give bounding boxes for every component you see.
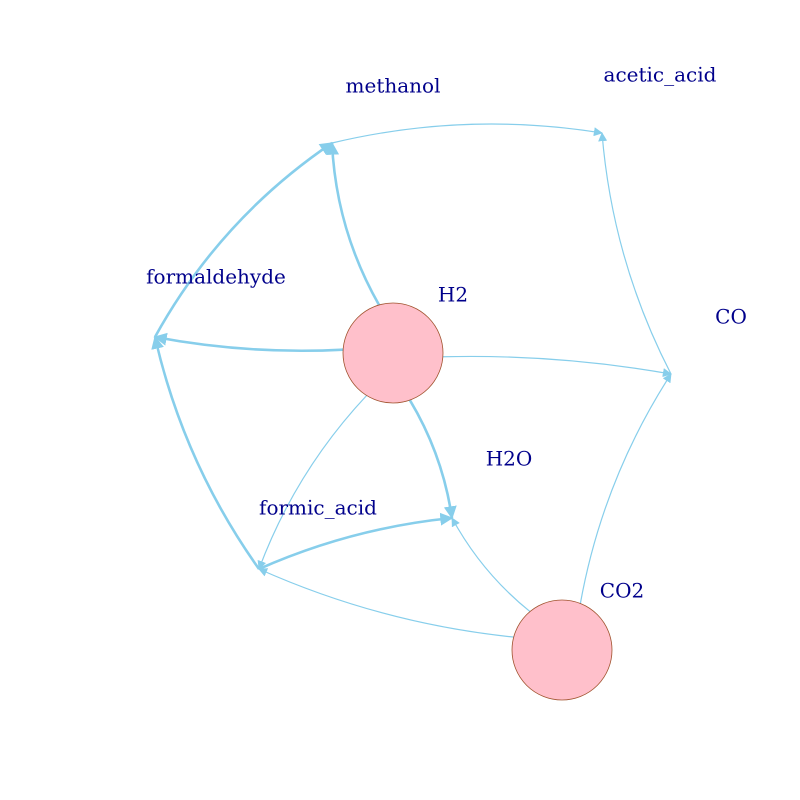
edge-H2-to-formaldehyde	[153, 332, 344, 353]
label-methanol: methanol	[346, 74, 441, 98]
edge-H2-to-formic_acid	[257, 395, 368, 570]
label-H2: H2	[438, 283, 468, 307]
label-H2O: H2O	[486, 447, 533, 471]
edge-CO2-to-CO	[579, 373, 672, 604]
edge-H2-to-methanol	[326, 141, 381, 306]
edge-H2-to-CO	[442, 355, 672, 378]
edge-H2-to-H2O	[408, 399, 457, 520]
edge-formic_acid-to-formaldehyde	[151, 335, 261, 570]
edges	[151, 123, 672, 638]
node-H2	[342, 302, 444, 404]
label-formic_acid: formic_acid	[259, 496, 377, 520]
node-CO2	[511, 599, 613, 701]
edge-CO2-to-H2O	[451, 517, 531, 613]
edge-CO2-to-formic_acid	[258, 568, 514, 638]
edge-CO-to-acetic_acid	[598, 132, 672, 375]
edge-formic_acid-to-H2O	[258, 512, 454, 571]
label-CO: CO	[715, 305, 747, 329]
nodes	[342, 302, 613, 701]
edge-methanol-to-acetic_acid	[331, 123, 603, 144]
edge-formaldehyde-to-methanol	[153, 141, 334, 338]
label-formaldehyde: formaldehyde	[146, 265, 286, 289]
label-acetic_acid: acetic_acid	[604, 63, 717, 87]
label-CO2: CO2	[600, 579, 644, 603]
